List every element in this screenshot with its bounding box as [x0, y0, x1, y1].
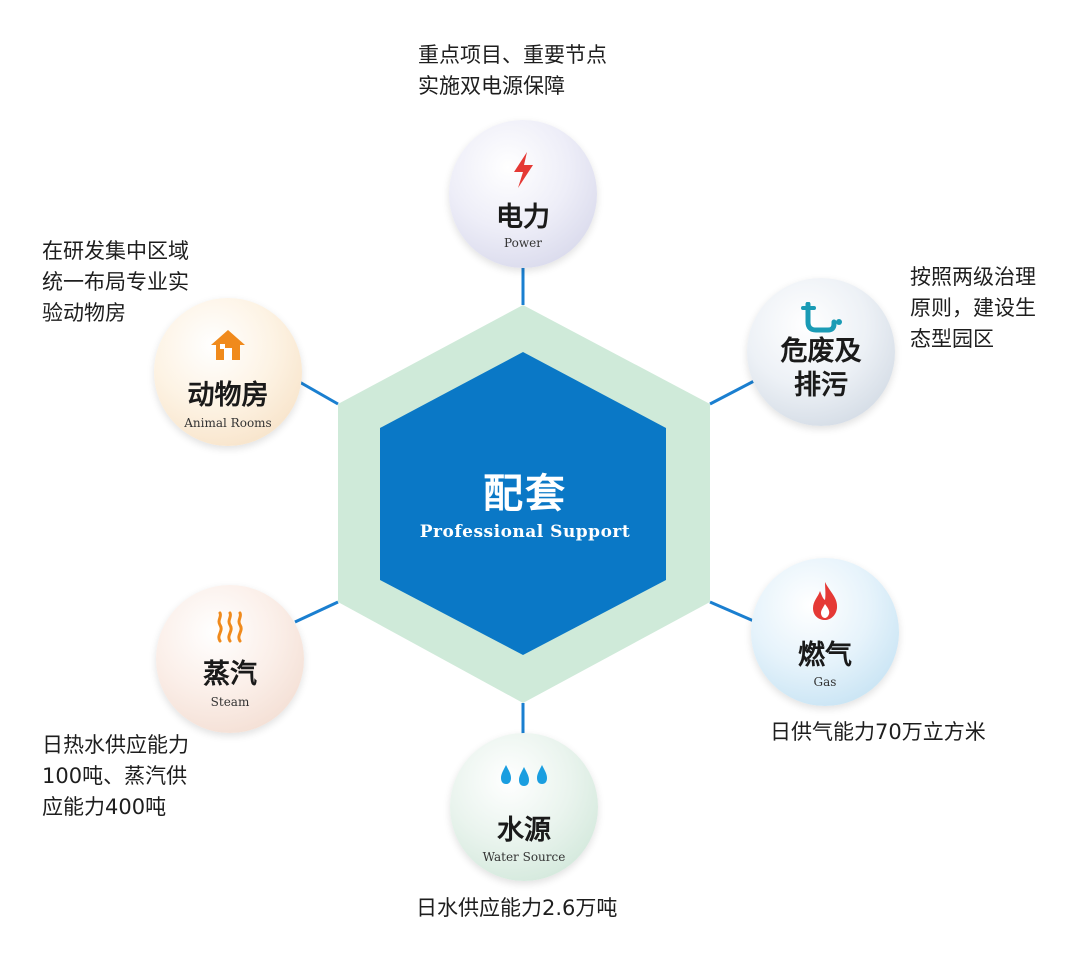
node-animal-title: 动物房 [187, 380, 269, 411]
connector-gas [709, 600, 757, 624]
desc-steam: 日热水供应能力 100吨、蒸汽供 应能力400吨 [42, 733, 189, 819]
desc-animal: 在研发集中区域 统一布局专业实 验动物房 [42, 239, 189, 325]
node-water-subtitle: Water Source [482, 850, 566, 864]
node-steam: 蒸汽 Steam [156, 585, 304, 733]
node-waste-title-line1: 危废及 [780, 336, 862, 367]
pipe-icon [747, 301, 895, 338]
node-waste-title-line2: 排污 [794, 370, 848, 401]
water-drops-icon [450, 763, 598, 793]
node-gas: 燃气 Gas [751, 558, 899, 706]
house-icon [154, 328, 302, 366]
desc-power: 重点项目、重要节点 实施双电源保障 [418, 43, 607, 98]
center-title: 配套 [483, 471, 567, 517]
node-gas-title: 燃气 [798, 640, 852, 671]
center-label: 配套 Professional Support [380, 470, 670, 542]
flame-icon [751, 580, 899, 626]
node-animal-subtitle: Animal Rooms [184, 416, 272, 430]
node-water: 水源 Water Source [450, 733, 598, 881]
node-animal: 动物房 Animal Rooms [154, 298, 302, 446]
lightning-icon [449, 150, 597, 194]
connector-animal [295, 378, 339, 406]
node-waste: 危废及 排污 [747, 278, 895, 426]
center-subtitle: Professional Support [419, 522, 631, 542]
node-water-title: 水源 [497, 815, 551, 846]
desc-waste: 按照两级治理 原则，建设生 态型园区 [910, 265, 1036, 351]
connector-waste [709, 378, 757, 406]
hexagon-inner [380, 352, 666, 655]
desc-gas: 日供气能力70万立方米 [770, 720, 986, 744]
node-power-title: 电力 [496, 202, 550, 233]
node-power: 电力 Power [449, 120, 597, 268]
desc-water: 日水供应能力2.6万吨 [416, 896, 618, 920]
node-power-subtitle: Power [504, 236, 542, 250]
steam-icon [156, 611, 304, 647]
node-steam-subtitle: Steam [210, 695, 250, 709]
node-gas-subtitle: Gas [813, 675, 837, 689]
connector-steam [294, 600, 339, 624]
node-steam-title: 蒸汽 [203, 659, 257, 690]
